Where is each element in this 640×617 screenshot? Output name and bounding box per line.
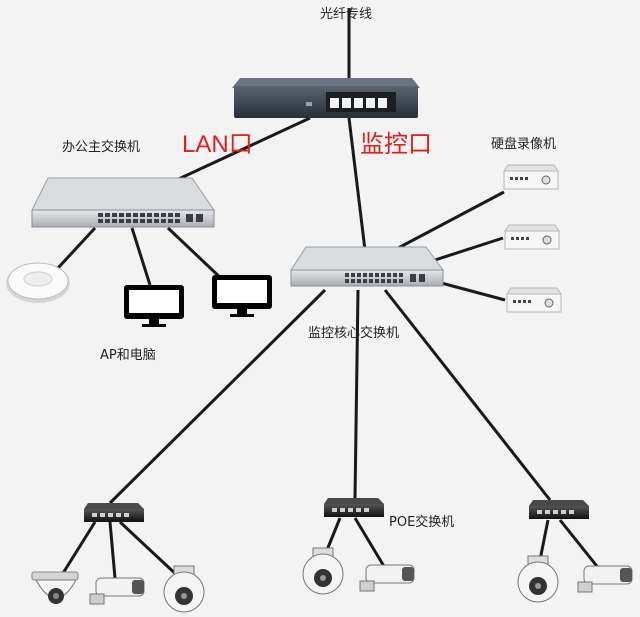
ap-pc-label: AP和电脑 xyxy=(100,348,156,363)
poe-left-cam2 xyxy=(108,521,117,579)
core-switch-label: 监控核心交换机 xyxy=(308,325,399,341)
poe-switch-device xyxy=(324,498,384,517)
dome-camera-icon xyxy=(31,571,79,604)
core-to-poe-right xyxy=(383,289,552,501)
core-to-nvr1 xyxy=(384,190,505,257)
lan-link xyxy=(169,116,311,185)
bullet-camera-icon xyxy=(577,565,633,593)
ptz-camera-icon xyxy=(517,555,559,603)
computer-icon xyxy=(124,285,184,327)
computer-icon xyxy=(212,275,272,317)
ptz-camera-icon xyxy=(163,565,205,613)
bullet-camera-icon xyxy=(359,564,415,592)
nvr-device xyxy=(506,287,562,313)
poe-mid-cam2 xyxy=(353,517,387,569)
nvr-device xyxy=(504,224,560,250)
core-switch-device xyxy=(290,246,444,287)
poe-switch-label: POE交换机 xyxy=(389,514,454,530)
core-to-poe-mid xyxy=(353,289,360,499)
office-switch-label: 办公主交换机 xyxy=(62,139,140,155)
monitor-link xyxy=(347,117,367,251)
poe-left-cam1 xyxy=(58,521,97,579)
core-to-nvr2 xyxy=(434,236,504,262)
connection-lines xyxy=(56,8,602,580)
office-to-ap xyxy=(56,226,97,270)
access-point-icon xyxy=(6,262,70,303)
core-to-poe-left xyxy=(108,288,327,505)
office-switch-device xyxy=(31,177,215,228)
office-to-pc1 xyxy=(130,227,152,286)
router-device xyxy=(232,78,420,118)
nvr-label: 硬盘录像机 xyxy=(491,136,556,152)
nvr-device xyxy=(503,164,559,190)
poe-right-cam2 xyxy=(558,519,602,571)
poe-switch-device xyxy=(529,500,589,519)
monitor-port-label: 监控口 xyxy=(360,131,432,158)
poe-switch-device xyxy=(84,503,144,522)
poe-right-cam1 xyxy=(538,519,550,561)
office-to-pc2 xyxy=(166,226,227,284)
lan-port-label: LAN口 xyxy=(182,131,253,158)
ptz-camera-icon xyxy=(302,547,344,595)
fiber-label: 光纤专线 xyxy=(320,7,372,22)
bullet-camera-icon xyxy=(89,577,145,605)
poe-left-cam3 xyxy=(118,520,182,580)
